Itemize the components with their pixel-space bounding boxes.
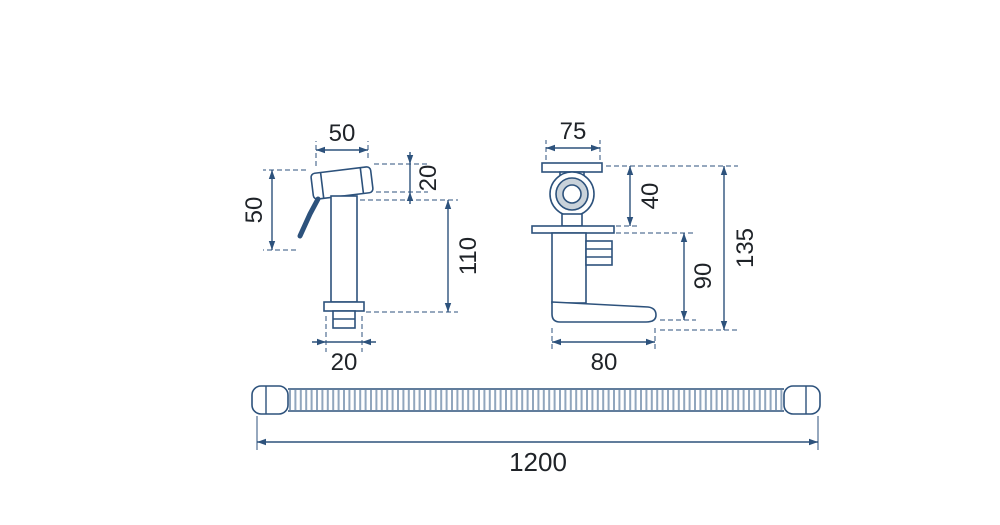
valve-side-fitting: [585, 240, 613, 266]
dimension-valve-spout-length: 80: [552, 338, 655, 376]
dim-label-valve-body-height: 90: [690, 263, 717, 290]
dimension-hose-length: 1200: [256, 416, 819, 477]
dim-label-sprayer-head-width: 50: [329, 120, 356, 147]
valve-wall-plate: [531, 225, 615, 234]
dimension-sprayer-head-height: 50: [241, 170, 276, 250]
dimension-sprayer-body-height: 110: [444, 200, 482, 312]
dim-label-sprayer-head-thickness: 20: [415, 165, 442, 192]
valve-spout: [551, 301, 657, 323]
sprayer-trigger: [297, 196, 321, 239]
sprayer-body: [330, 195, 358, 303]
valve-top-bar: [541, 162, 603, 173]
dim-label-valve-spout-length: 80: [591, 349, 618, 376]
dimension-valve-total-height: 135: [720, 166, 759, 330]
dim-label-sprayer-connector-width: 20: [331, 349, 358, 376]
dimension-sprayer-head-thickness: 20: [406, 152, 442, 204]
valve-drawing: [531, 162, 657, 323]
dimension-valve-body-height: 90: [680, 233, 717, 320]
dim-label-valve-total-height: 135: [732, 228, 759, 268]
hose-fitting-right: [783, 385, 821, 415]
dim-label-valve-width: 75: [560, 118, 587, 145]
dim-label-sprayer-body-height: 110: [455, 237, 482, 275]
hose-fitting-left: [251, 385, 289, 415]
dim-label-hose-length: 1200: [509, 447, 567, 477]
sprayer-drawing: [297, 166, 374, 329]
sprayer-flange: [323, 301, 365, 312]
hose-drawing: [251, 385, 821, 415]
sprayer-head: [310, 166, 374, 200]
dim-label-sprayer-head-height: 50: [241, 197, 268, 224]
dimension-sprayer-connector-width: 20: [312, 338, 376, 376]
dimension-valve-width: 75: [546, 118, 600, 152]
valve-body: [551, 232, 587, 304]
dim-label-valve-handle-height: 40: [637, 183, 664, 210]
dimension-valve-handle-height: 40: [626, 166, 664, 226]
dimension-sprayer-head-width: 50: [316, 120, 368, 154]
extension-lines: [263, 140, 738, 352]
